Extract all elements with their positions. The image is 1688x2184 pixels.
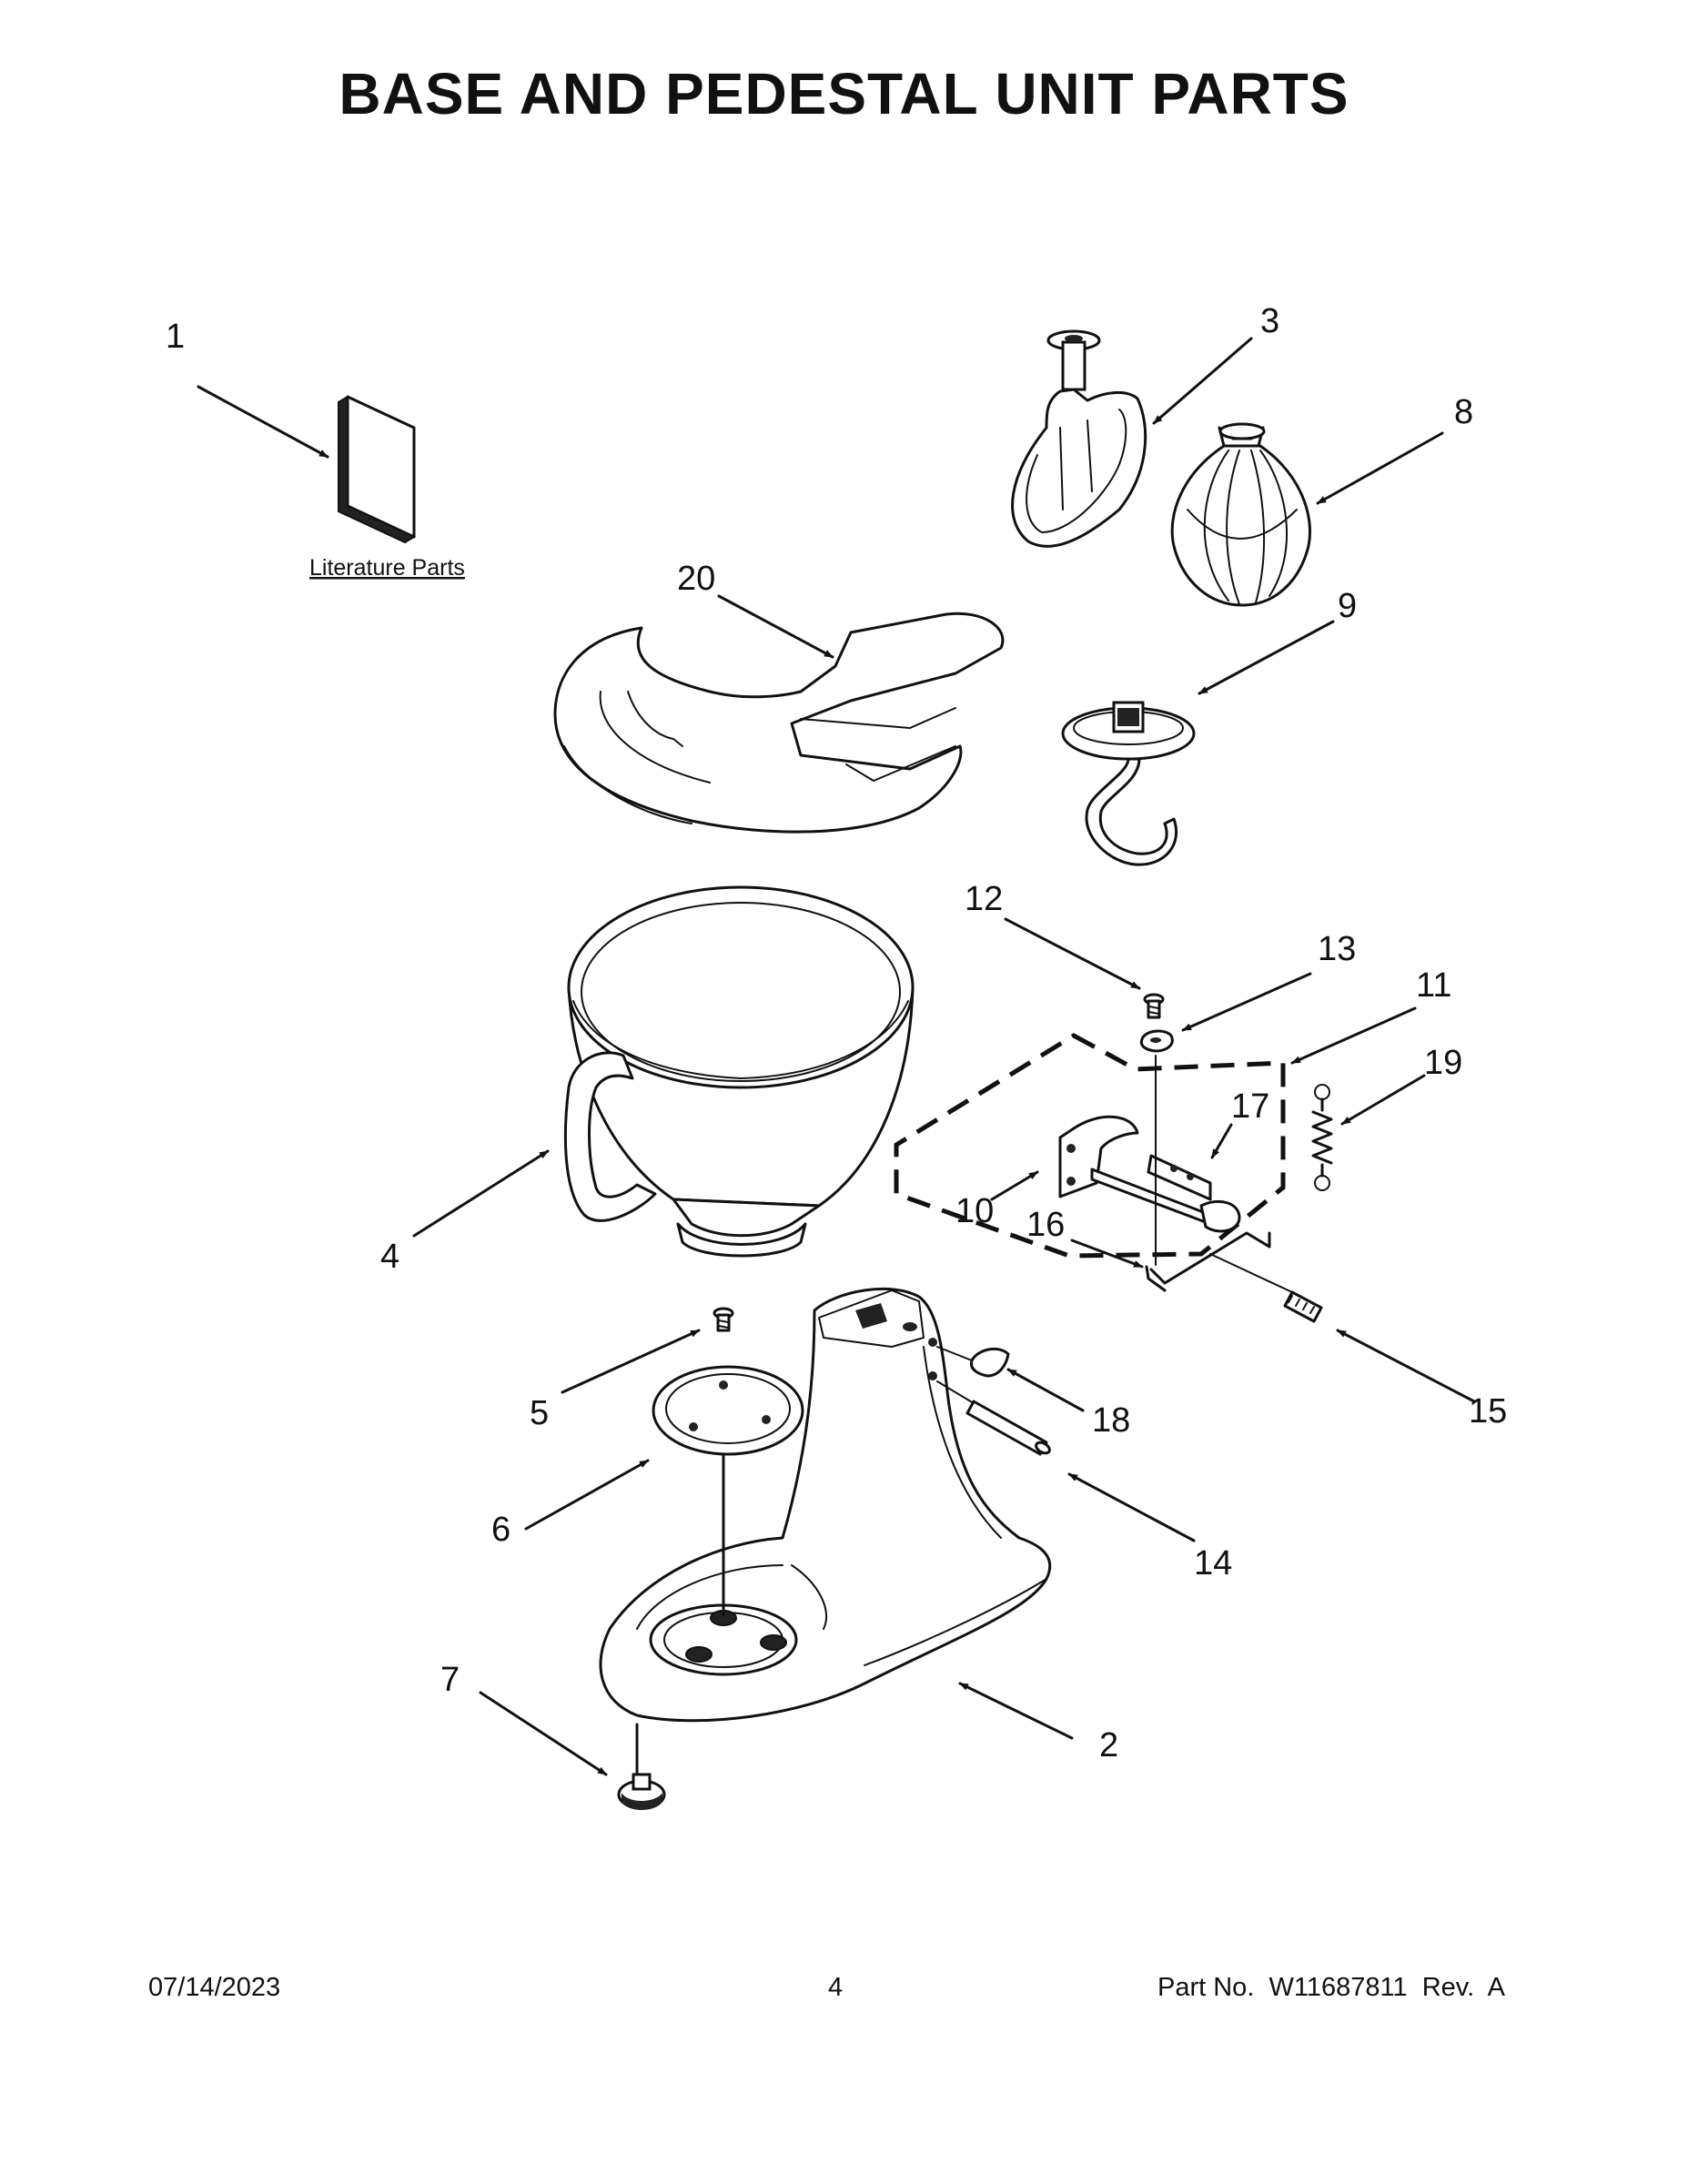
leader-4 (412, 1149, 550, 1238)
callout-13: 13 (1318, 930, 1356, 968)
callout-20: 20 (677, 560, 715, 598)
part-14-hinge-pin (936, 1380, 1051, 1456)
part-3-flat-beater (1011, 329, 1147, 548)
part-13-washer (1139, 1029, 1174, 1053)
part-20-pouring-shield (553, 612, 1005, 834)
callout-11: 11 (1416, 966, 1451, 1005)
footer-part-number: Part No. W11687811 Rev. A (1157, 1973, 1506, 2002)
leader-19 (1340, 1074, 1426, 1126)
part-12-screw (1143, 993, 1165, 1019)
part-10-bowl-lift-bracket (1058, 1115, 1241, 1233)
part-4-mixing-bowl (563, 885, 915, 1258)
part-1-literature-booklet (338, 395, 417, 544)
leader-1 (197, 385, 329, 459)
callout-16: 16 (1026, 1206, 1065, 1244)
leader-18 (1006, 1368, 1085, 1412)
callout-9: 9 (1338, 587, 1357, 625)
part-8-wire-whip (1170, 422, 1311, 607)
leader-3 (1152, 337, 1253, 425)
part-2-pedestal-base (599, 1287, 1052, 1723)
page-title: BASE AND PEDESTAL UNIT PARTS (339, 61, 1349, 126)
callout-12: 12 (965, 880, 1003, 918)
leader-17 (1210, 1123, 1233, 1159)
callout-5: 5 (530, 1394, 549, 1432)
leader-16 (1070, 1239, 1144, 1269)
callout-15: 15 (1469, 1392, 1507, 1431)
part-19-spring (1311, 1084, 1333, 1191)
leader-11 (1290, 1006, 1417, 1065)
callout-19: 19 (1424, 1044, 1462, 1082)
callout-1: 1 (166, 318, 185, 356)
part-9-dough-hook (1061, 701, 1196, 866)
part-5-screw (713, 1307, 734, 1332)
part-6-bowl-clamp-plate (652, 1365, 804, 1617)
footer-date: 07/14/2023 (148, 1973, 281, 2002)
callout-14: 14 (1194, 1544, 1232, 1582)
leader-9 (1198, 620, 1335, 695)
callout-10: 10 (955, 1192, 994, 1230)
footer-page-number: 4 (828, 1973, 844, 2002)
leader-2 (958, 1682, 1074, 1740)
callout-8: 8 (1454, 393, 1473, 431)
leader-12 (1004, 917, 1141, 990)
part-7-foot (617, 1723, 666, 1810)
callout-17: 17 (1231, 1087, 1269, 1126)
leader-20 (717, 594, 834, 659)
leader-5 (561, 1329, 701, 1394)
leader-14 (1067, 1472, 1196, 1542)
callout-7: 7 (440, 1661, 460, 1699)
bowl-lift-assembly-group (894, 1033, 1286, 1259)
part-15-threaded-pin (1209, 1253, 1323, 1323)
literature-parts-label: Literature Parts (309, 555, 465, 581)
callout-18: 18 (1092, 1401, 1130, 1440)
part-17-lift-lever (1147, 1154, 1212, 1201)
leader-15 (1336, 1329, 1476, 1403)
callout-4: 4 (380, 1238, 399, 1276)
leader-7 (479, 1691, 608, 1776)
leader-13 (1181, 972, 1312, 1032)
part-18-clip (936, 1346, 1010, 1378)
leader-6 (524, 1459, 650, 1531)
leader-10 (990, 1170, 1039, 1201)
callout-2: 2 (1099, 1726, 1118, 1764)
callout-6: 6 (491, 1511, 510, 1549)
part-16-lift-rod (1145, 1055, 1271, 1292)
callout-3: 3 (1260, 302, 1279, 340)
leader-8 (1316, 431, 1444, 505)
